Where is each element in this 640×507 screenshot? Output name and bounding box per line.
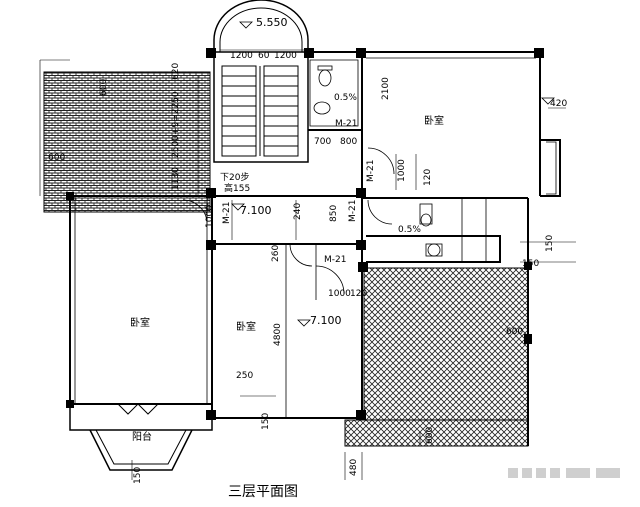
door-label-d5: M-21	[366, 160, 376, 182]
dim-260: 260	[271, 245, 281, 262]
dim-2500: 2500+9=2250	[171, 91, 181, 158]
dimension-lines	[39, 49, 576, 480]
dim-620: 620	[171, 63, 181, 80]
plan-title: 三层平面图	[228, 484, 298, 500]
room-label-bedroom-right: 卧室	[424, 114, 444, 127]
terrace-tiles-right	[363, 267, 529, 429]
slope-bath-left: 0.5%	[334, 93, 357, 103]
dim-150d: 150	[133, 467, 143, 484]
watermark	[508, 468, 620, 478]
dim-1000a: 1000	[397, 159, 407, 182]
level-markers	[231, 21, 555, 327]
door-label-d4: M-21	[348, 200, 358, 222]
stair-height: 高155	[224, 182, 250, 194]
dim-700: 700	[314, 137, 331, 147]
dim-top-60: 60	[258, 51, 270, 61]
dim-2100: 2100	[381, 77, 391, 100]
dim-600-roof: 600	[99, 79, 109, 96]
door-label-d1: M-21	[335, 119, 357, 129]
door-swings	[182, 147, 395, 295]
stair-bay	[213, 0, 309, 163]
inner-lines	[74, 57, 557, 418]
level-roof-top: 5.550	[256, 16, 288, 29]
level-floor-b: 7.100	[310, 314, 342, 327]
roof-tiles-left	[43, 71, 211, 213]
dim-250: 250	[236, 371, 253, 381]
dim-600-left: 600	[48, 153, 65, 163]
dim-850: 850	[329, 205, 339, 222]
room-label-bedroom-left: 卧室	[130, 316, 150, 329]
dim-1000b: 1000	[205, 205, 215, 228]
level-floor-a: 7.100	[240, 204, 272, 217]
balcony	[69, 403, 213, 471]
room-label-balcony: 阳台	[132, 430, 152, 443]
dim-1130: 1130	[171, 167, 181, 190]
stair-steps: 下20步	[220, 172, 249, 183]
dim-600-right: 600	[506, 327, 523, 337]
dim-800: 800	[340, 137, 357, 147]
dim-150c: 150	[261, 413, 271, 430]
dim-top-1200a: 1200	[230, 51, 253, 61]
dim-420: 420	[550, 99, 567, 109]
dim-150b: 150	[522, 259, 539, 269]
terrace-tiles-bottom	[344, 419, 529, 447]
dim-480: 480	[349, 459, 359, 476]
dim-top-1200b: 1200	[274, 51, 297, 61]
door-label-d2: M-21	[324, 255, 346, 265]
dim-120b: 120	[350, 289, 367, 299]
door-label-d3: M-21	[222, 202, 232, 224]
dim-150a: 150	[545, 235, 555, 252]
slope-bath-right: 0.5%	[398, 225, 421, 235]
fixtures	[313, 65, 443, 257]
main-walls	[69, 51, 561, 446]
dim-4800: 4800	[273, 323, 283, 346]
dim-120a: 120	[423, 169, 433, 186]
dim-1000d: 1000	[328, 289, 351, 299]
dim-240: 240	[293, 203, 303, 220]
dim-600-bottom: 600	[425, 427, 435, 444]
room-label-bedroom-mid: 卧室	[236, 320, 256, 333]
